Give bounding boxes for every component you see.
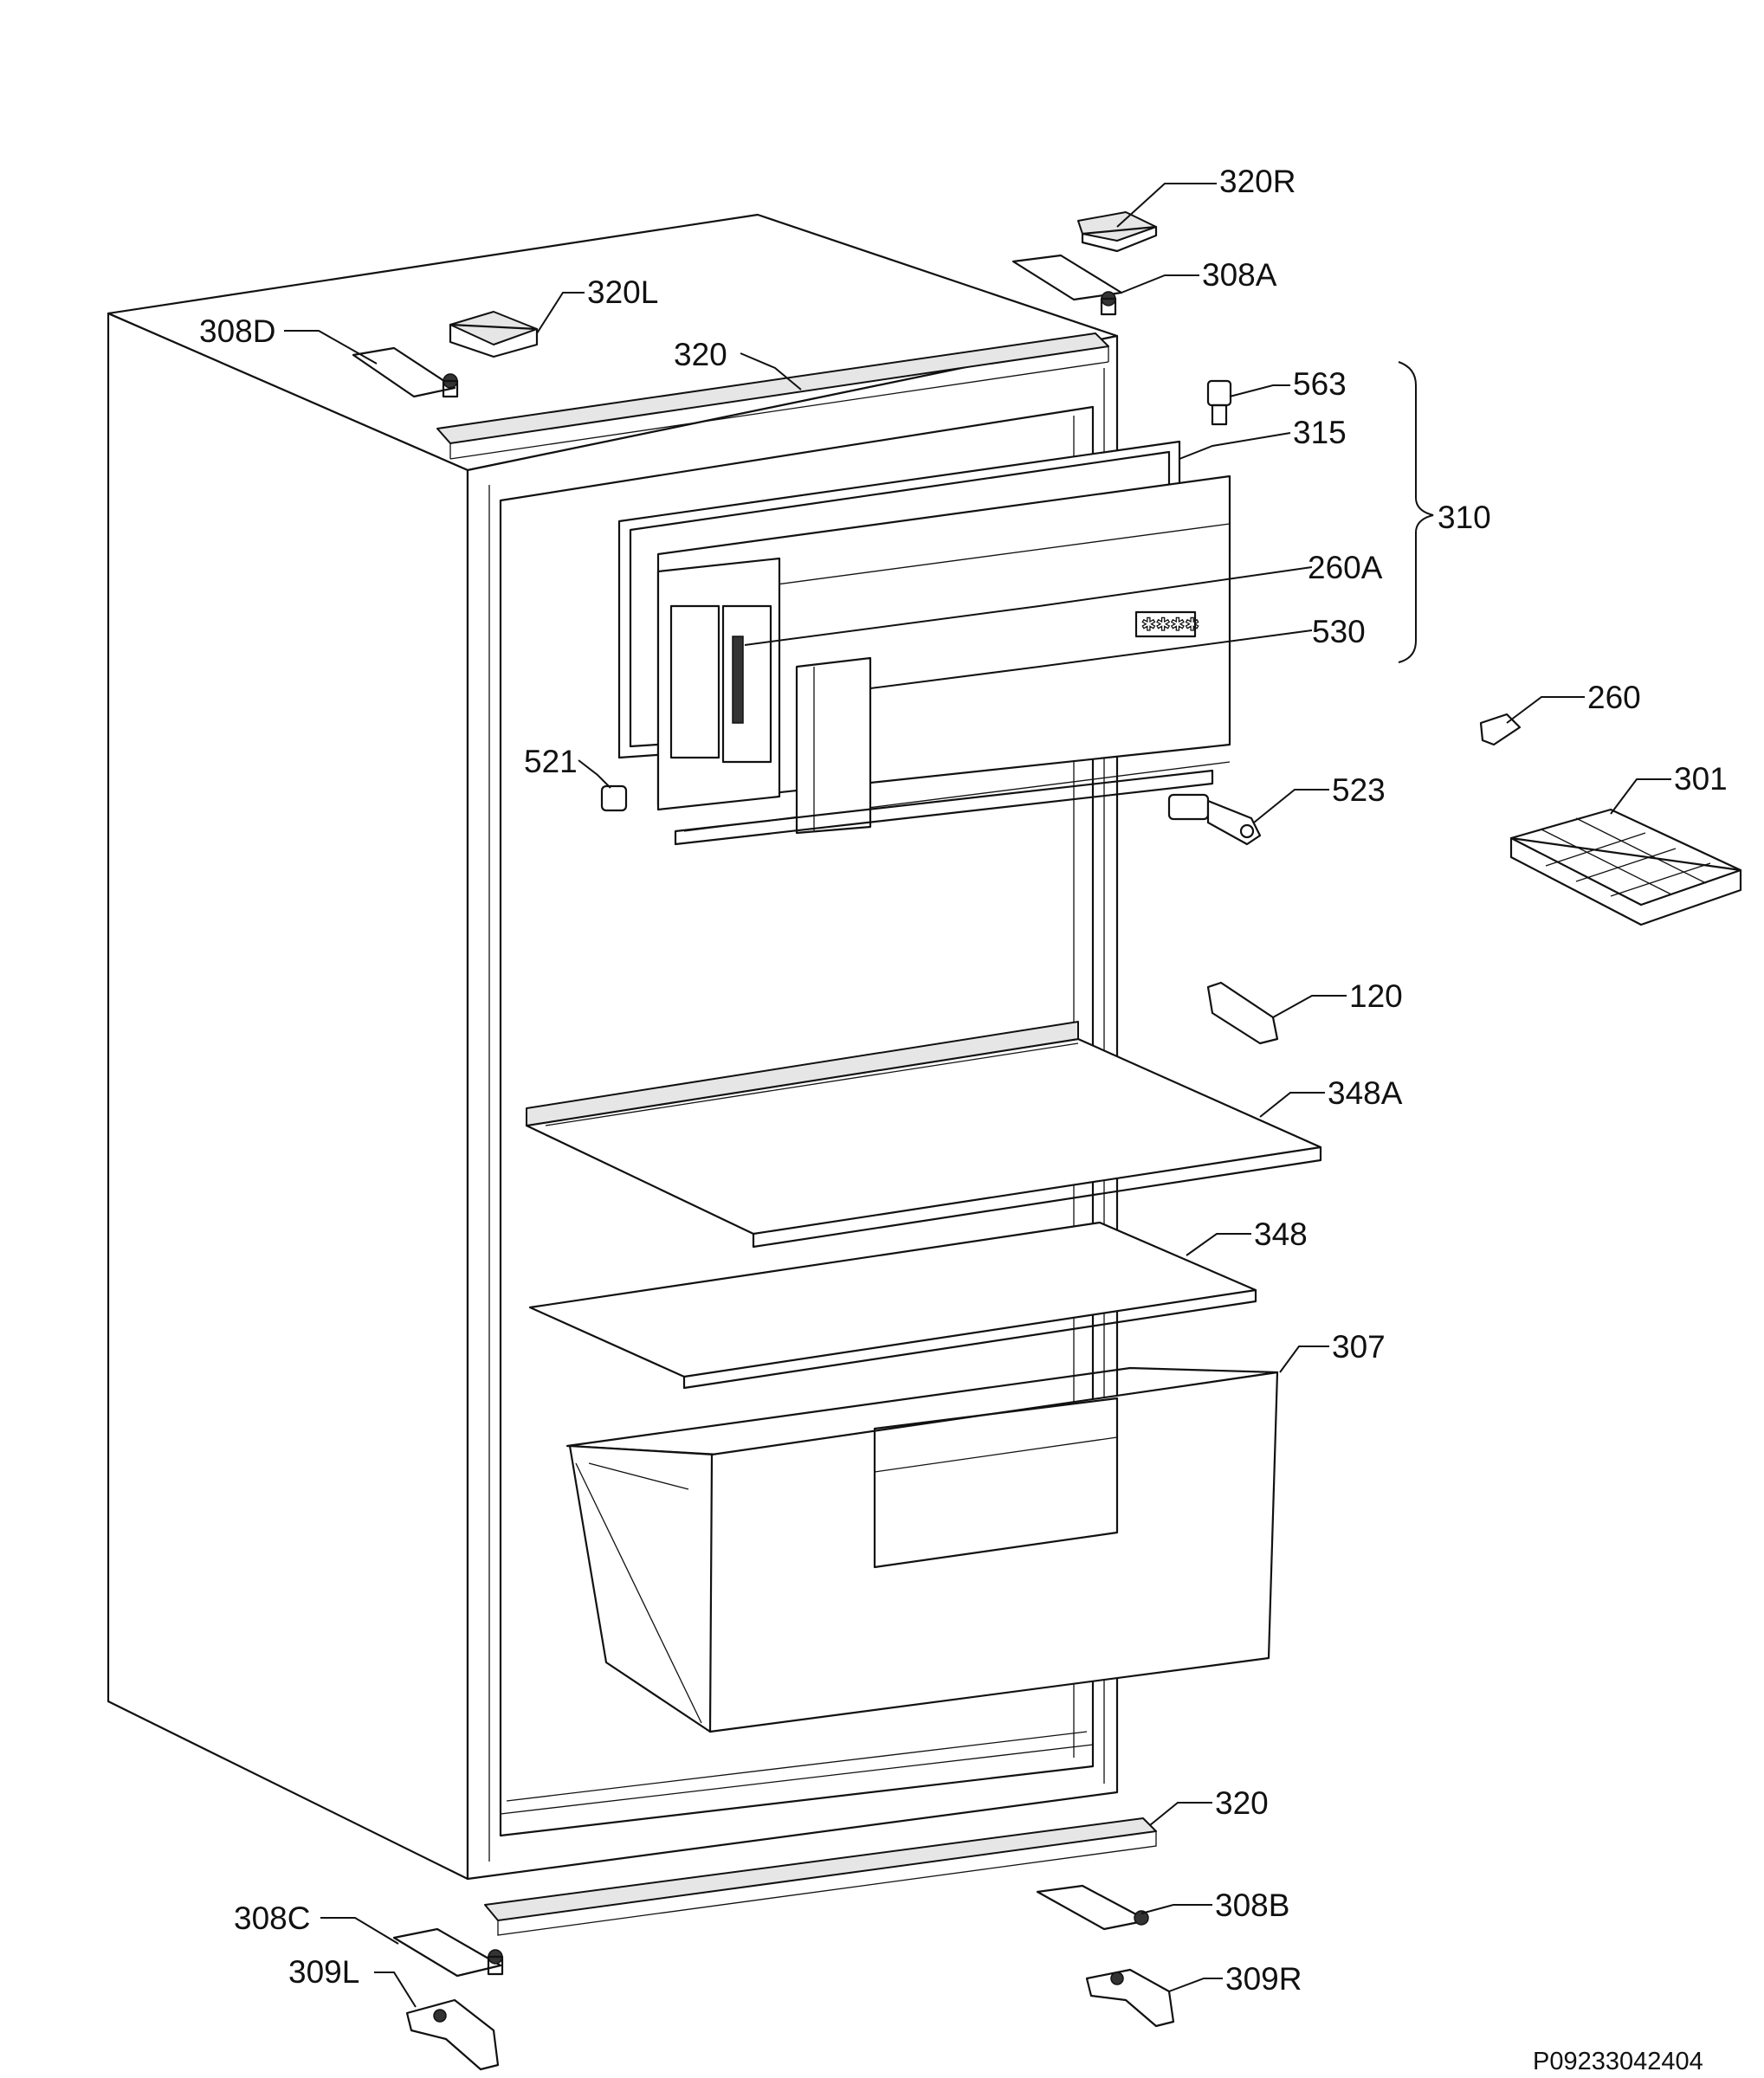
bottom-trim-strip xyxy=(484,1817,1157,1936)
hinge-cover-320L xyxy=(449,311,539,358)
top-trim-strip xyxy=(436,332,1109,460)
callout-308B: 308B xyxy=(1215,1888,1289,1923)
hinge-308D xyxy=(352,346,459,398)
svg-text:✱✱✱✱: ✱✱✱✱ xyxy=(1141,616,1199,635)
callout-308A: 308A xyxy=(1202,257,1277,293)
callout-521: 521 xyxy=(524,744,578,779)
lamp-563 xyxy=(1206,379,1232,426)
callout-563: 563 xyxy=(1293,366,1347,402)
callout-307: 307 xyxy=(1332,1329,1386,1365)
ice-cube-tray-301 xyxy=(1509,808,1742,926)
callout-348: 348 xyxy=(1254,1216,1308,1252)
door-stop-521 xyxy=(600,784,628,812)
callout-320-bottom: 320 xyxy=(1215,1785,1269,1821)
drawing-reference-code: P09233042404 xyxy=(1533,2048,1703,2075)
callout-320L: 320L xyxy=(587,274,658,310)
callout-315: 315 xyxy=(1293,415,1347,450)
callout-260A: 260A xyxy=(1308,550,1383,585)
callout-309R: 309R xyxy=(1225,1961,1302,1997)
callout-310: 310 xyxy=(1438,500,1491,535)
thermostat-knob-523 xyxy=(1167,793,1262,846)
callout-labels: 320R 308A 320L 308D 320 563 315 310 260A… xyxy=(199,164,1728,2075)
foot-309L xyxy=(405,1998,500,2071)
leader-lines xyxy=(284,183,1671,2008)
clip-260 xyxy=(1479,713,1522,746)
callout-320-top: 320 xyxy=(674,337,727,372)
crisper-drawer xyxy=(565,1366,1279,1733)
callout-309L: 309L xyxy=(288,1954,359,1990)
support-120 xyxy=(1206,981,1279,1045)
callout-308D: 308D xyxy=(199,313,275,349)
callout-120: 120 xyxy=(1349,978,1403,1014)
callout-523: 523 xyxy=(1332,772,1386,808)
glass-shelf-348A xyxy=(525,1021,1322,1249)
foot-309R xyxy=(1085,1968,1175,2028)
callout-260: 260 xyxy=(1587,680,1641,715)
hinge-308B xyxy=(1036,1884,1149,1931)
callout-530: 530 xyxy=(1312,614,1366,649)
hinge-cover-320R xyxy=(1077,211,1158,253)
callout-320R: 320R xyxy=(1219,164,1296,199)
hinge-308C xyxy=(392,1927,504,1978)
callout-308C: 308C xyxy=(234,1901,310,1936)
callout-301: 301 xyxy=(1674,761,1728,797)
glass-shelf-348 xyxy=(528,1221,1257,1390)
freezer-door-assembly: ✱✱✱✱ xyxy=(617,440,1231,846)
assembly-bracket-310 xyxy=(1398,361,1434,663)
callout-348A: 348A xyxy=(1328,1075,1403,1111)
